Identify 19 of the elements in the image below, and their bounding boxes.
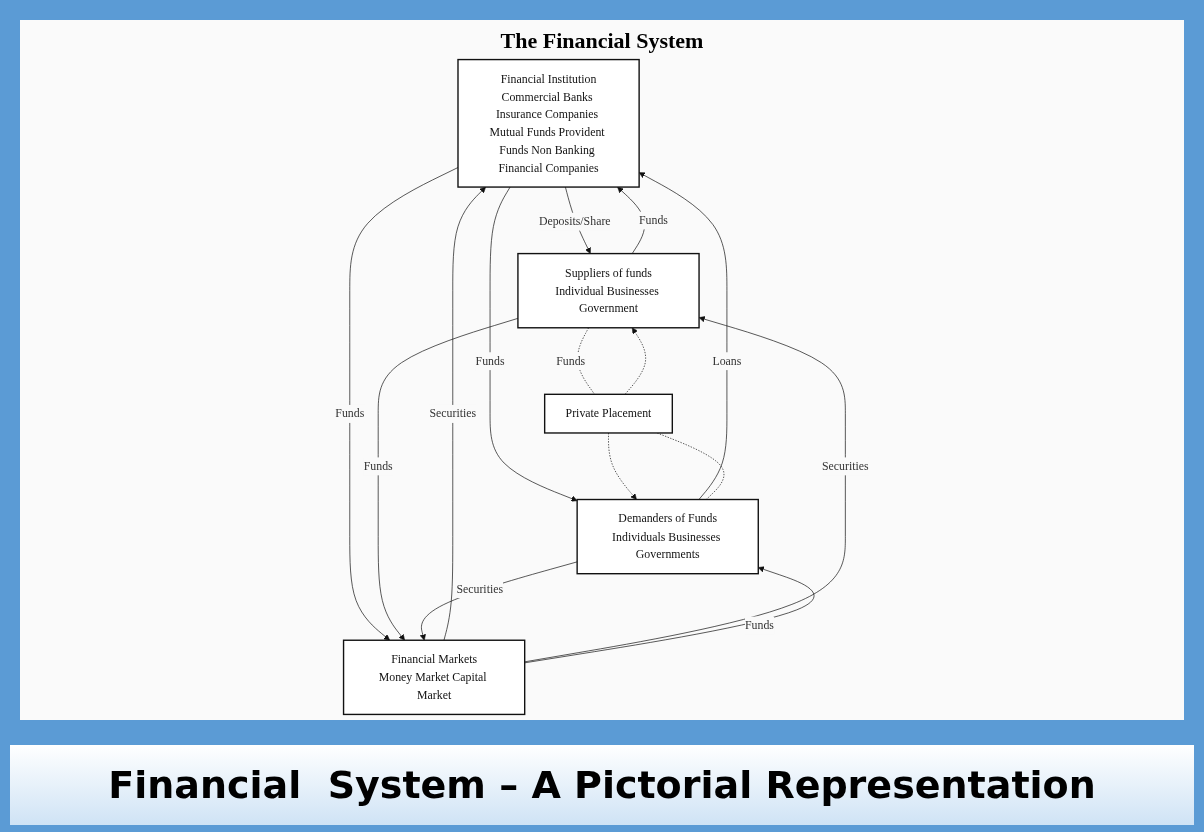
node-box: Suppliers of funds Individual Businesses Government: [517, 252, 700, 329]
edge-label: Funds: [745, 618, 774, 632]
edge-label: Funds: [475, 354, 505, 368]
edge-label: Securities: [429, 406, 477, 421]
edge-label: Loans: [712, 354, 742, 368]
node-box: Demanders of Funds Individuals Businesses Governments: [576, 498, 759, 575]
diagram-title: The Financial System: [500, 28, 704, 54]
edge-label: Funds: [363, 459, 393, 473]
edge-label: Funds: [335, 406, 365, 421]
edge-label: Securities: [456, 582, 504, 596]
edge-label: Funds: [639, 213, 668, 227]
node-box: Financial Institution Commercial Banks Insurance Companies Mutual Funds Provident Funds Non Banking Financial Companies: [457, 58, 640, 188]
caption: Financial System – A Pictorial Representation: [10, 745, 1194, 825]
edge-label: Deposits/Share: [538, 214, 611, 228]
edge-label: Securities: [822, 459, 869, 473]
edge-label: Funds: [556, 354, 586, 368]
connector: [577, 327, 595, 395]
node-box: Financial Markets Money Market Capital Market: [342, 639, 526, 716]
node-box: Private Placement: [543, 393, 673, 434]
